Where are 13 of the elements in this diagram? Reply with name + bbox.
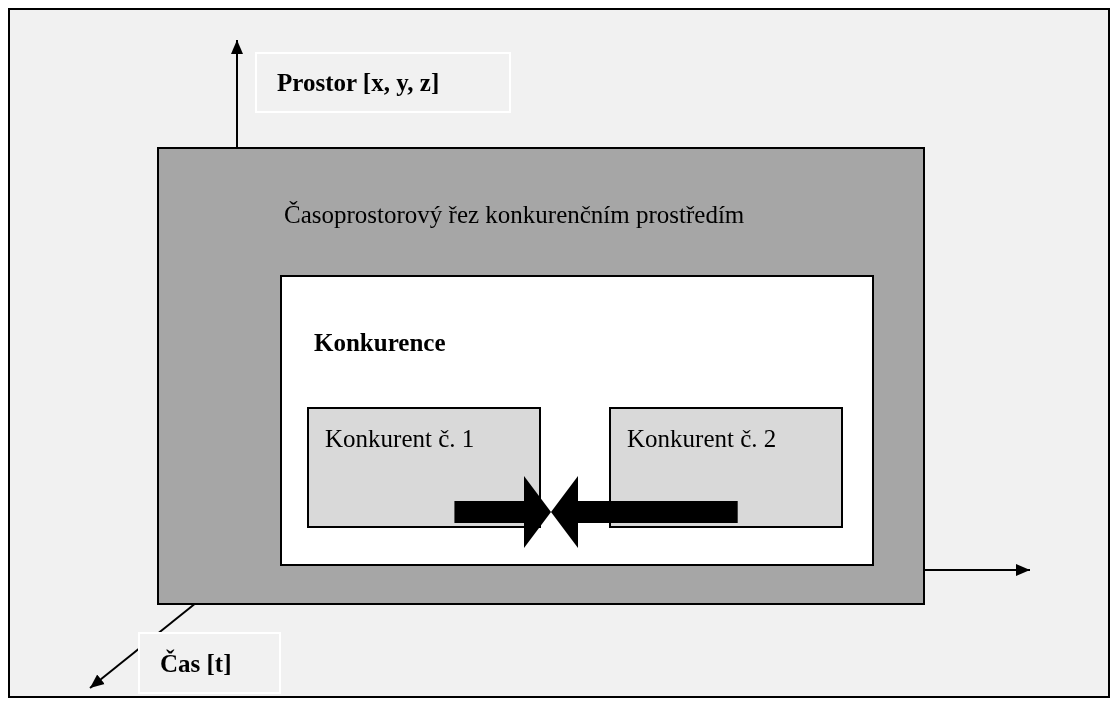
heading: Prostor [x, y, z] (277, 69, 440, 97)
arrow (454, 476, 551, 548)
node-label: Konkurent č. 2 (627, 425, 777, 453)
panel (157, 147, 925, 605)
process-box (307, 407, 541, 528)
label-box (138, 632, 281, 694)
panel (280, 275, 874, 566)
heading: Konkurence (314, 329, 446, 357)
heading: Čas [t] (160, 650, 232, 678)
arrow (551, 476, 738, 548)
process-box (609, 407, 843, 528)
node-label: Časoprostorový řez konkurenčním prostředím (284, 201, 745, 229)
node-label: Konkurent č. 1 (325, 425, 475, 453)
